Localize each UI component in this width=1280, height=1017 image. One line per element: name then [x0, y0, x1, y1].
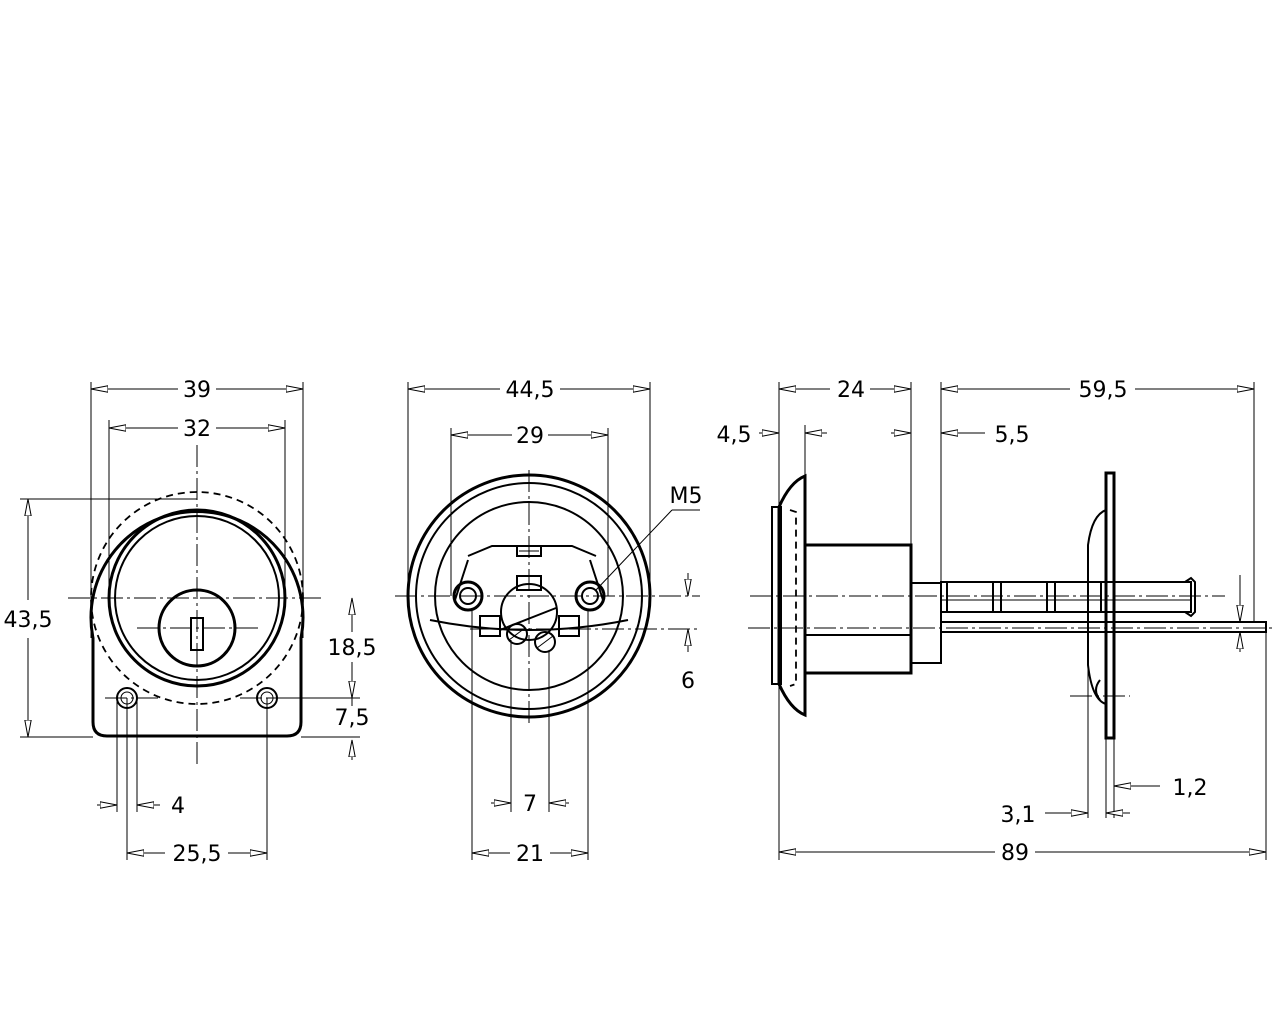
- dim-89: 89: [1001, 841, 1029, 866]
- front-view: 39 32 43,5 18,5 7,5 4 25,5: [4, 378, 377, 867]
- side-view: 24 59,5 4,5 5,5 1,2 3,1 89: [717, 378, 1275, 866]
- dim-32: 32: [183, 417, 211, 442]
- dim-59-5: 59,5: [1079, 378, 1128, 403]
- dim-29: 29: [516, 424, 544, 449]
- side-flange: [777, 473, 807, 718]
- dim-6: 6: [681, 669, 695, 694]
- dim-44-5: 44,5: [506, 378, 555, 403]
- side-cylinder-body: [803, 543, 913, 675]
- dim-24: 24: [837, 378, 865, 403]
- label-m5: M5: [670, 484, 703, 509]
- side-spindle: [940, 581, 1192, 613]
- dim-39: 39: [183, 378, 211, 403]
- dim-5-5: 5,5: [995, 423, 1030, 448]
- rear-small-screw-2: [534, 631, 556, 653]
- dim-7: 7: [523, 792, 537, 817]
- side-tail-bar: [940, 621, 1267, 633]
- dim-25-5: 25,5: [173, 842, 222, 867]
- side-back-plate: [1104, 471, 1116, 740]
- dim-7-5: 7,5: [335, 706, 370, 731]
- dim-4-5: 4,5: [717, 423, 752, 448]
- dim-18-5: 18,5: [328, 636, 377, 661]
- dim-3-1: 3,1: [1001, 803, 1036, 828]
- dim-21: 21: [516, 842, 544, 867]
- dim-4: 4: [171, 794, 185, 819]
- dim-1-2: 1,2: [1173, 776, 1208, 801]
- dim-43-5: 43,5: [4, 608, 53, 633]
- rear-view: 44,5 29 M5 6 7 21: [395, 378, 702, 867]
